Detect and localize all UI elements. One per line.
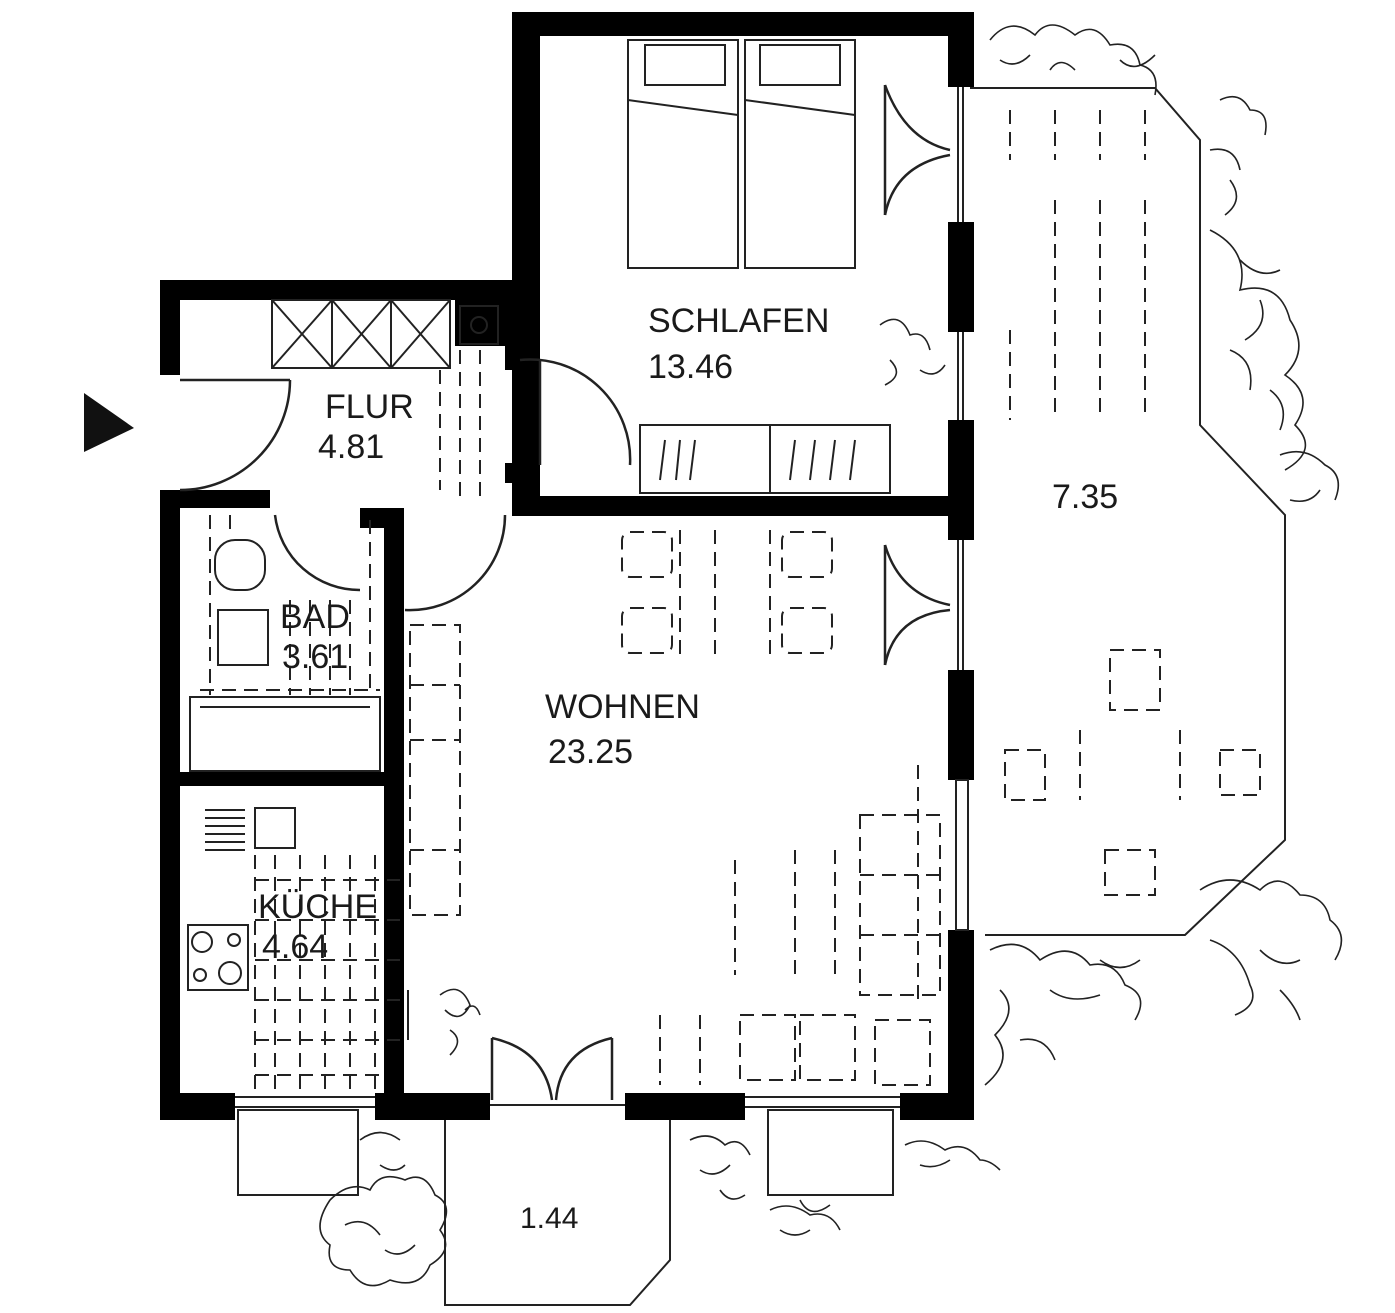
furniture-living (407, 530, 941, 1086)
room-area-schlafen: 13.46 (648, 348, 733, 386)
balcony-area: 1.44 (520, 1202, 578, 1235)
room-name-wohnen: WOHNEN (545, 688, 700, 726)
room-name-flur: FLUR (325, 388, 414, 426)
terrace-area: 7.35 (1052, 478, 1118, 516)
furniture-bedroom (627, 39, 891, 494)
room-name-bad: BAD (280, 598, 350, 636)
room-area-bad: 3.61 (282, 638, 348, 676)
windows (235, 87, 969, 1108)
doors (179, 84, 951, 1101)
entrance-arrow-icon (84, 393, 134, 452)
furniture-kitchen (187, 807, 400, 1090)
walls (160, 12, 974, 1120)
furniture-bath (189, 515, 381, 772)
room-area-kueche: 4.64 (262, 928, 328, 966)
room-area-wohnen: 23.25 (548, 733, 633, 771)
terrace (970, 87, 1286, 936)
furniture-flur (271, 299, 499, 500)
room-name-schlafen: SCHLAFEN (648, 302, 829, 340)
room-area-flur: 4.81 (318, 428, 384, 466)
landscape-plants (319, 24, 1343, 1287)
room-name-kueche: KÜCHE (258, 888, 377, 926)
